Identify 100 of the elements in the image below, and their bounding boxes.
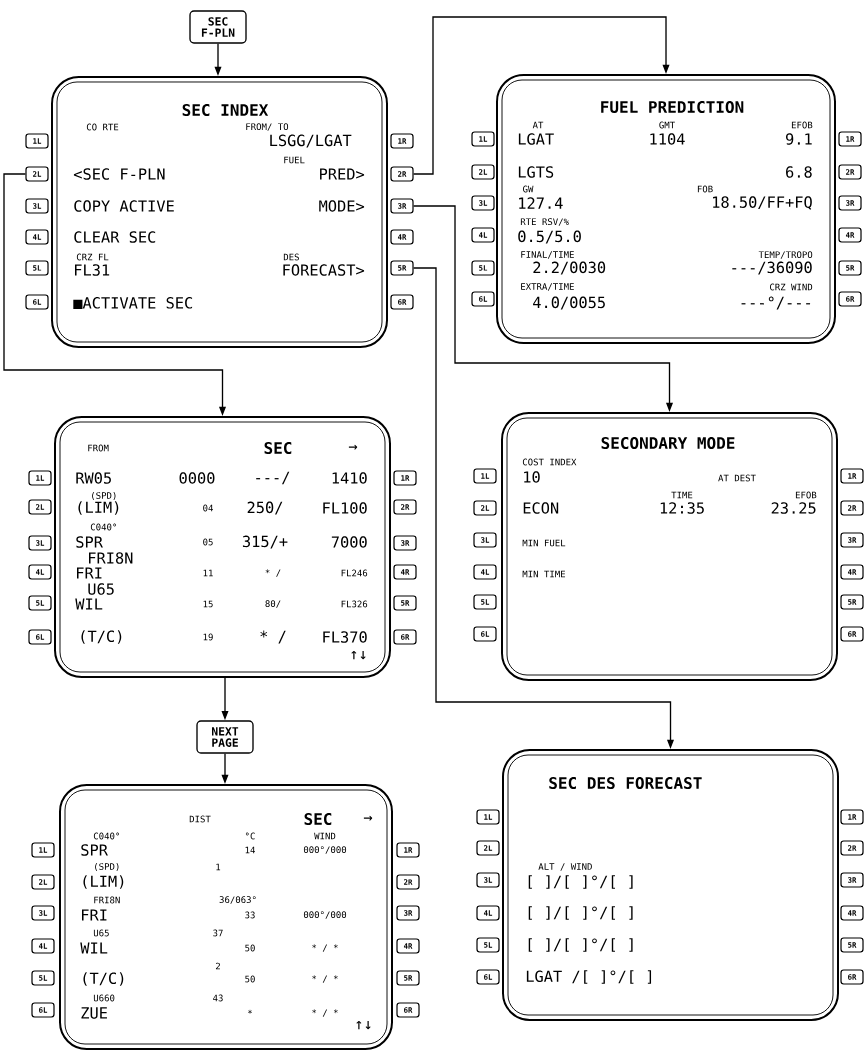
field-label: 50 xyxy=(245,975,255,983)
field-value: LSGG/LGAT xyxy=(270,134,352,148)
field-value: RW05 xyxy=(76,472,111,484)
field-label: FOB xyxy=(697,185,713,193)
field-label: C040° xyxy=(90,523,117,531)
field-value: 2.2/0030 xyxy=(533,261,606,275)
field-label: 80/ xyxy=(265,600,281,608)
field-value: (LIM) xyxy=(83,875,124,889)
field-value: WIL xyxy=(75,598,103,610)
function-key: SEC F-PLN xyxy=(189,10,247,44)
field-value: PRED> xyxy=(320,168,365,180)
field-value: ---°/--- xyxy=(741,296,811,310)
field-label: 04 xyxy=(203,504,213,512)
field-label: 2 xyxy=(215,962,220,970)
field-value: FL100 xyxy=(323,502,367,514)
field-label: 000°/000 xyxy=(303,911,347,919)
field-value: U65 xyxy=(88,583,114,595)
field-label: CRZ WIND xyxy=(770,283,813,291)
field-label: 05 xyxy=(203,538,213,546)
field-value: FL31 xyxy=(75,264,110,276)
field-label: TIME xyxy=(671,491,693,499)
field-label: FRI8N xyxy=(94,896,120,904)
field-label: FROM/ TO xyxy=(246,123,289,131)
field-value: 10 xyxy=(524,471,540,483)
field-value: [ ]/[ ]°/[ ] xyxy=(528,875,633,889)
field-value: FORECAST> xyxy=(283,264,365,276)
field-label: 000°/000 xyxy=(303,846,347,854)
field-label: 36/063° xyxy=(219,896,256,904)
field-label: 14 xyxy=(245,846,255,854)
field-label: °C xyxy=(245,832,255,840)
screen-title: SEC DES FORECAST xyxy=(549,776,702,790)
field-label: GW xyxy=(523,185,534,193)
field-label: EFOB xyxy=(791,121,813,129)
field-value: 9.1 xyxy=(786,133,812,145)
field-label: 50 xyxy=(245,944,255,952)
field-label: 19 xyxy=(203,633,213,641)
field-value: <SEC F-PLN xyxy=(73,168,165,180)
field-label: EFOB xyxy=(795,491,817,499)
field-label: AT DEST xyxy=(718,474,756,482)
field-label: FL326 xyxy=(341,600,368,608)
field-label: GMT xyxy=(659,121,675,129)
function-key: NEXT PAGE xyxy=(196,720,254,754)
field-label: 1 xyxy=(216,863,221,871)
field-value: CLEAR SEC xyxy=(74,231,156,243)
field-label: 43 xyxy=(213,994,223,1002)
field-value: SPR xyxy=(76,536,103,548)
field-value: ECON xyxy=(523,502,559,514)
field-value: 315/+ xyxy=(242,535,288,549)
field-value: 0000 xyxy=(179,472,215,484)
field-value: 250/ xyxy=(247,501,283,515)
field-value: (T/C) xyxy=(83,972,124,986)
field-value: [ ]/[ ]°/[ ] xyxy=(528,906,633,920)
field-value: ZUE xyxy=(81,1007,107,1019)
field-label: CRZ FL xyxy=(76,253,109,261)
field-label: 37 xyxy=(213,929,223,937)
field-value: * / xyxy=(260,630,286,644)
screen-title: SEC xyxy=(264,441,292,455)
field-value: [ ]/[ ]°/[ ] xyxy=(528,938,633,952)
field-value: ■ACTIVATE SEC xyxy=(73,297,193,309)
field-label: TEMP/TROPO xyxy=(758,251,813,259)
field-label: * xyxy=(248,1009,252,1014)
field-label: U660 xyxy=(93,994,115,1002)
field-value: LGAT xyxy=(518,133,554,145)
field-value: FRI xyxy=(82,909,107,921)
field-value: → xyxy=(363,815,373,821)
field-value: COPY ACTIVE xyxy=(74,200,174,212)
field-value: ↑↓ xyxy=(356,1020,371,1030)
field-value: 12:35 xyxy=(660,502,704,514)
field-value: SPR xyxy=(81,844,108,856)
field-label: MIN TIME xyxy=(522,570,566,578)
field-value: 6.8 xyxy=(786,166,812,178)
field-label: DES xyxy=(283,253,299,261)
field-value: WIL xyxy=(80,942,108,954)
field-label: WIND xyxy=(314,832,336,840)
field-value: LGTS xyxy=(518,166,554,178)
field-value: (LIM) xyxy=(78,501,119,515)
field-label: RTE RSV/% xyxy=(520,218,569,226)
field-value: 0.5/5.0 xyxy=(518,230,581,244)
field-value: FRI xyxy=(77,567,102,579)
field-value: LGAT /[ ]°/[ ] xyxy=(526,970,652,984)
field-label: MIN FUEL xyxy=(522,539,566,547)
field-value: 1410 xyxy=(332,472,367,484)
screen-title: SEC INDEX xyxy=(182,103,269,117)
field-label: DIST xyxy=(189,815,211,823)
field-label: 11 xyxy=(203,569,213,577)
field-label: * / * xyxy=(312,975,338,983)
field-value: 23.25 xyxy=(771,502,816,514)
field-label: FL246 xyxy=(341,569,368,577)
field-value: 18.50/FF+FQ xyxy=(713,196,812,210)
field-label: (SPD) xyxy=(95,863,119,871)
field-label: ALT / WIND xyxy=(538,863,592,871)
field-label: COST INDEX xyxy=(522,458,577,466)
field-label: * / * xyxy=(312,1009,338,1017)
field-label: AT xyxy=(532,121,544,129)
screen-title: SECONDARY MODE xyxy=(601,436,735,450)
field-value: ↑↓ xyxy=(351,650,366,660)
field-label: 33 xyxy=(245,911,255,919)
field-value: ---/ xyxy=(256,471,290,485)
field-value: 127.4 xyxy=(519,197,563,209)
field-value: → xyxy=(348,444,358,450)
